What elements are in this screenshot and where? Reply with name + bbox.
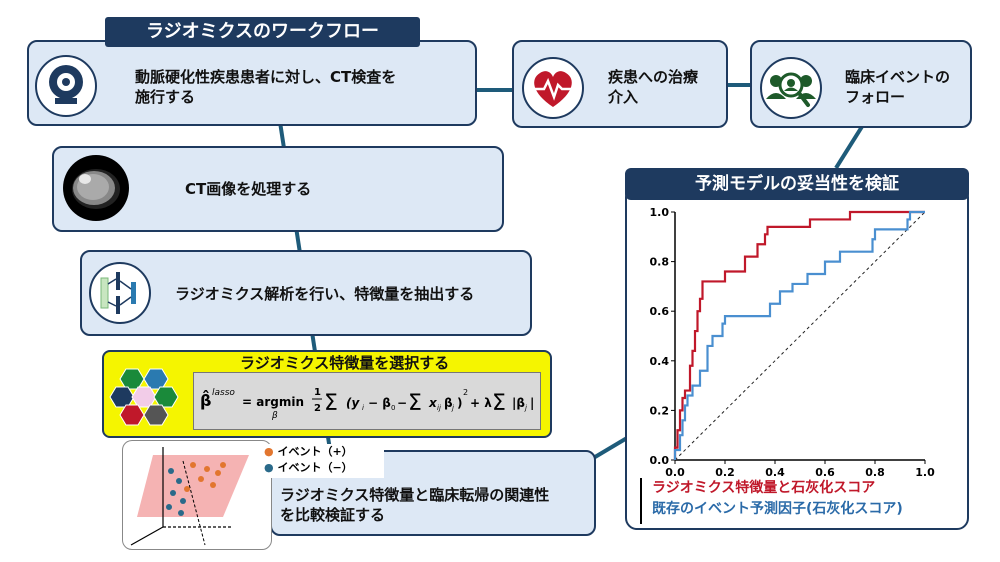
svg-text:Σ: Σ (492, 391, 506, 416)
step1-box (27, 40, 477, 126)
roc-chart: 0.0 0.2 0.4 0.6 0.8 1.0 0.0 0.2 0.4 0.6 0.8 1.0 (650, 206, 936, 479)
svg-text:ij: ij (437, 404, 441, 412)
svg-text:2: 2 (463, 388, 468, 397)
roc-curve-radiomics (673, 210, 925, 460)
y-tick-label: 0.2 (650, 404, 670, 417)
x-tick-label: 1.0 (915, 466, 935, 479)
ct-scanner-icon (35, 55, 97, 117)
y-tick-label: 0.4 (650, 355, 670, 368)
x-tick-label: 0.2 (715, 466, 735, 479)
svg-text:(y: (y (346, 396, 360, 410)
svg-text:|β: |β (512, 396, 525, 410)
y-tick-label: 1.0 (650, 206, 670, 219)
svg-text:i: i (362, 404, 364, 412)
follow-up-search-icon (760, 57, 822, 119)
svg-text:Σ: Σ (408, 391, 422, 416)
validation-panel (625, 185, 969, 530)
x-tick-label: 0.6 (815, 466, 835, 479)
svg-text:j: j (451, 404, 454, 412)
lasso-formula: β̂ lasso = argmin β 1 2 Σ (y i − β 0 − Σ… (193, 372, 541, 430)
followup-label: 臨床イベントの フォロー (845, 68, 951, 106)
event-legend: ● イベント（+） ● イベント（−） (264, 444, 384, 478)
svg-text:β̂: β̂ (200, 390, 211, 410)
svg-text:Σ: Σ (324, 391, 338, 416)
svg-text:1: 1 (314, 387, 321, 398)
svg-text:x: x (428, 396, 438, 410)
step3-box (80, 250, 532, 336)
svg-text:|: | (530, 396, 534, 410)
y-tick-label: 0.8 (650, 256, 670, 269)
neural-network-icon (89, 262, 151, 324)
y-tick-label: 0.0 (650, 454, 670, 467)
svg-text:β: β (444, 396, 453, 410)
legend-existing: 既存のイベント予測因子(石灰化スコア) (652, 501, 903, 517)
svg-text:): ) (457, 396, 462, 410)
svg-text:+ λ: + λ (470, 396, 492, 410)
step1-label: 動脈硬化性疾患患者に対し、CT検査を 施行する (135, 68, 397, 106)
step2-label: CT画像を処理する (185, 180, 312, 198)
legend-radiomics: ラジオミクス特徴量と石灰化スコア (652, 480, 876, 496)
step5-label: ラジオミクス特徴量と臨床転帰の関連性 を比較検証する (280, 486, 550, 524)
workflow-title: ラジオミクスのワークフロー (105, 17, 420, 47)
svg-text:= argmin: = argmin (242, 395, 304, 409)
svg-text:β: β (271, 411, 278, 421)
x-tick-label: 0.0 (665, 466, 685, 479)
hexagon-icon (109, 368, 179, 426)
svg-text:−: − (397, 396, 407, 410)
roc-legend: ラジオミクス特徴量と石灰化スコア 既存のイベント予測因子(石灰化スコア) (640, 478, 960, 524)
svg-text:2: 2 (314, 403, 321, 414)
step4-label: ラジオミクス特徴量を選択する (240, 354, 450, 372)
heart-icon (522, 57, 584, 119)
scatter-3d-panel (122, 440, 272, 550)
svg-text:lasso: lasso (212, 388, 235, 398)
x-tick-label: 0.8 (865, 466, 885, 479)
reference-diagonal (674, 211, 926, 461)
ct-image-icon (63, 155, 129, 221)
y-tick-label: 0.6 (650, 305, 670, 318)
treatment-label: 疾患への治療 介入 (608, 68, 699, 106)
svg-text:j: j (524, 404, 527, 412)
validation-title: 予測モデルの妥当性を検証 (625, 168, 969, 200)
svg-text:0: 0 (391, 404, 395, 412)
x-tick-label: 0.4 (765, 466, 785, 479)
step3-label: ラジオミクス解析を行い、特徴量を抽出する (175, 285, 475, 303)
roc-curve-existing (673, 210, 925, 460)
svg-text:− β: − β (368, 396, 391, 410)
